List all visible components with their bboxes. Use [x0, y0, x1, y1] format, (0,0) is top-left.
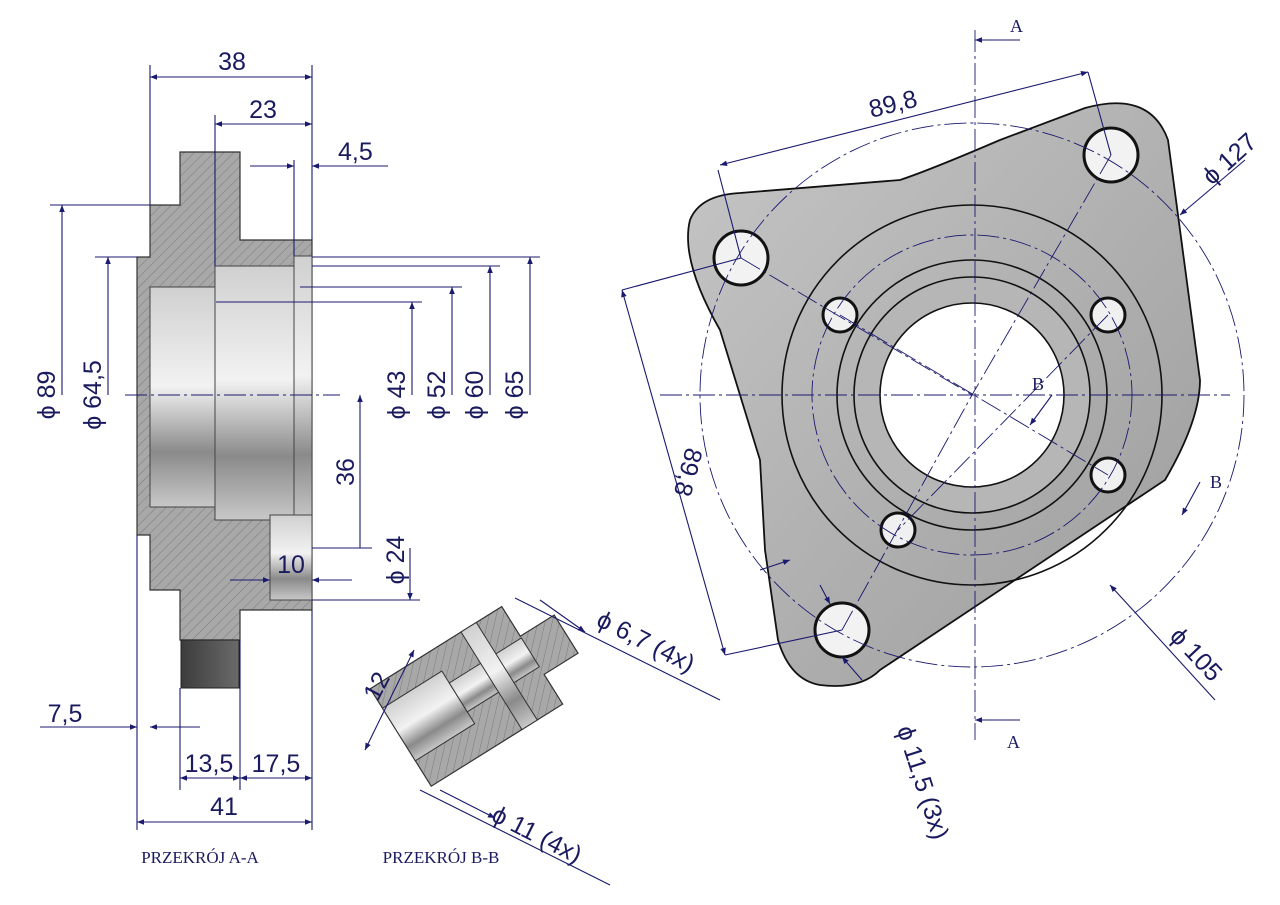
dim-phi-11-5: ϕ 11,5 (3x) — [891, 722, 954, 843]
section-label-a-top: A — [1010, 16, 1023, 36]
section-label-a-bottom: A — [1007, 732, 1020, 752]
dim-41: 41 — [210, 793, 238, 821]
dim-phi-60: ϕ 60 — [461, 371, 489, 420]
section-bb-caption: PRZEKRÓJ B-B — [383, 848, 500, 867]
dim-89-8-top: 89,8 — [866, 85, 920, 124]
dim-phi-65: ϕ 65 — [501, 371, 529, 420]
dim-phi-64-5: ϕ 64,5 — [79, 360, 107, 430]
section-aa-groove — [293, 255, 313, 522]
dim-phi-52: ϕ 52 — [423, 371, 451, 420]
dim-23: 23 — [249, 96, 277, 124]
section-bb-pin — [460, 621, 538, 731]
dim-phi-24: ϕ 24 — [382, 536, 410, 585]
dim-phi-6-7: ϕ 6,7 (4x) — [592, 605, 699, 678]
dim-13-5: 13,5 — [185, 750, 234, 778]
section-aa-view: 38 23 4,5 ϕ 89 ϕ 64,5 ϕ 43 ϕ 52 ϕ 60 ϕ 6… — [33, 48, 540, 867]
dim-36: 36 — [332, 458, 360, 486]
section-label-b-right: B — [1210, 472, 1222, 492]
section-aa-lug — [180, 639, 240, 689]
dim-10: 10 — [277, 551, 305, 579]
dim-phi-89: ϕ 89 — [33, 371, 61, 420]
section-aa-side-hole — [269, 514, 313, 601]
dim-38: 38 — [218, 48, 246, 76]
front-view: A A B B 89,8 89,8 ϕ 127 ϕ 105 ϕ 11,5 (3x… — [621, 16, 1262, 843]
dim-4-5: 4,5 — [338, 138, 373, 166]
dim-phi-43: ϕ 43 — [383, 371, 411, 420]
section-bb-view: 12 ϕ 6,7 (4x) ϕ 11 (4x) PRZEKRÓJ B-B — [358, 597, 721, 886]
section-aa-bore-right — [214, 265, 296, 521]
dim-7-5: 7,5 — [48, 700, 83, 728]
dim-phi-127: ϕ 127 — [1197, 128, 1262, 191]
dim-89-8-left: 89,8 — [668, 445, 708, 499]
section-aa-bore-left — [149, 286, 217, 508]
section-aa-caption: PRZEKRÓJ A-A — [141, 848, 259, 867]
section-label-b-left: B — [1032, 374, 1044, 394]
dim-phi-11: ϕ 11 (4x) — [487, 800, 586, 869]
dim-17-5: 17,5 — [252, 750, 301, 778]
